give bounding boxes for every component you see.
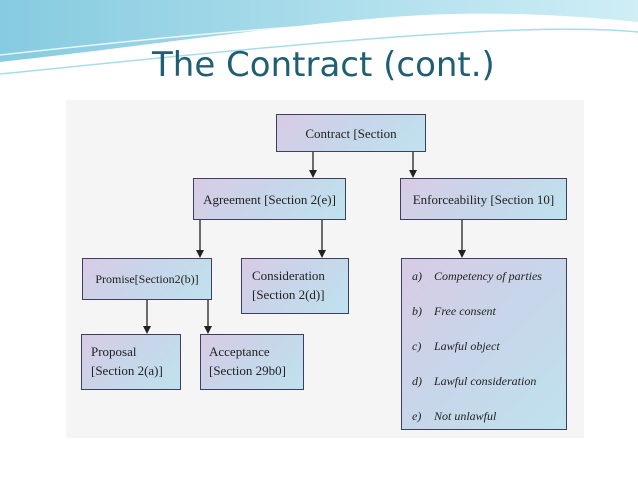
condition-key: d) <box>412 374 422 388</box>
condition-key: c) <box>412 339 422 353</box>
condition-item: b) Free consent <box>412 302 566 337</box>
acceptance-label-line2: [Section 29b0] <box>209 363 286 378</box>
condition-text: Not unlawful <box>434 409 497 423</box>
agreement-box: Agreement [Section 2(e)] <box>193 178 346 220</box>
consideration-box: Consideration [Section 2(d)] <box>241 258 349 314</box>
proposal-label-line1: Proposal <box>91 344 137 359</box>
condition-item: e) Not unlawful <box>412 407 566 442</box>
condition-text: Competency of parties <box>434 269 542 283</box>
conditions-list: a) Competency of parties b) Free consent c… <box>412 267 566 442</box>
promise-box: Promise[Section2(b)] <box>82 258 212 300</box>
condition-item: d) Lawful consideration <box>412 372 566 407</box>
condition-item: a) Competency of parties <box>412 267 566 302</box>
condition-key: e) <box>412 409 422 423</box>
conditions-box: a) Competency of parties b) Free consent c… <box>401 258 567 430</box>
acceptance-box: Acceptance [Section 29b0] <box>200 334 304 390</box>
slide-title: The Contract (cont.) <box>152 45 495 85</box>
contract-box: Contract [Section <box>276 114 426 152</box>
acceptance-label-line1: Acceptance <box>209 344 270 359</box>
condition-item: c) Lawful object <box>412 337 566 372</box>
condition-text: Free consent <box>434 304 496 318</box>
condition-text: Lawful object <box>434 339 500 353</box>
enforceability-box: Enforceability [Section 10] <box>400 178 567 220</box>
header-wave-decoration <box>0 0 638 75</box>
condition-key: b) <box>412 304 422 318</box>
promise-label: Promise[Section2(b)] <box>95 271 199 286</box>
agreement-label: Agreement [Section 2(e)] <box>203 191 336 207</box>
condition-key: a) <box>412 269 422 283</box>
consideration-label-line1: Consideration <box>252 268 325 283</box>
proposal-box: Proposal [Section 2(a)] <box>81 334 181 390</box>
contract-label: Contract [Section <box>305 125 397 141</box>
proposal-label-line2: [Section 2(a)] <box>91 363 163 378</box>
enforceability-label: Enforceability [Section 10] <box>412 191 555 207</box>
condition-text: Lawful consideration <box>434 374 537 388</box>
consideration-label-line2: [Section 2(d)] <box>252 287 325 302</box>
